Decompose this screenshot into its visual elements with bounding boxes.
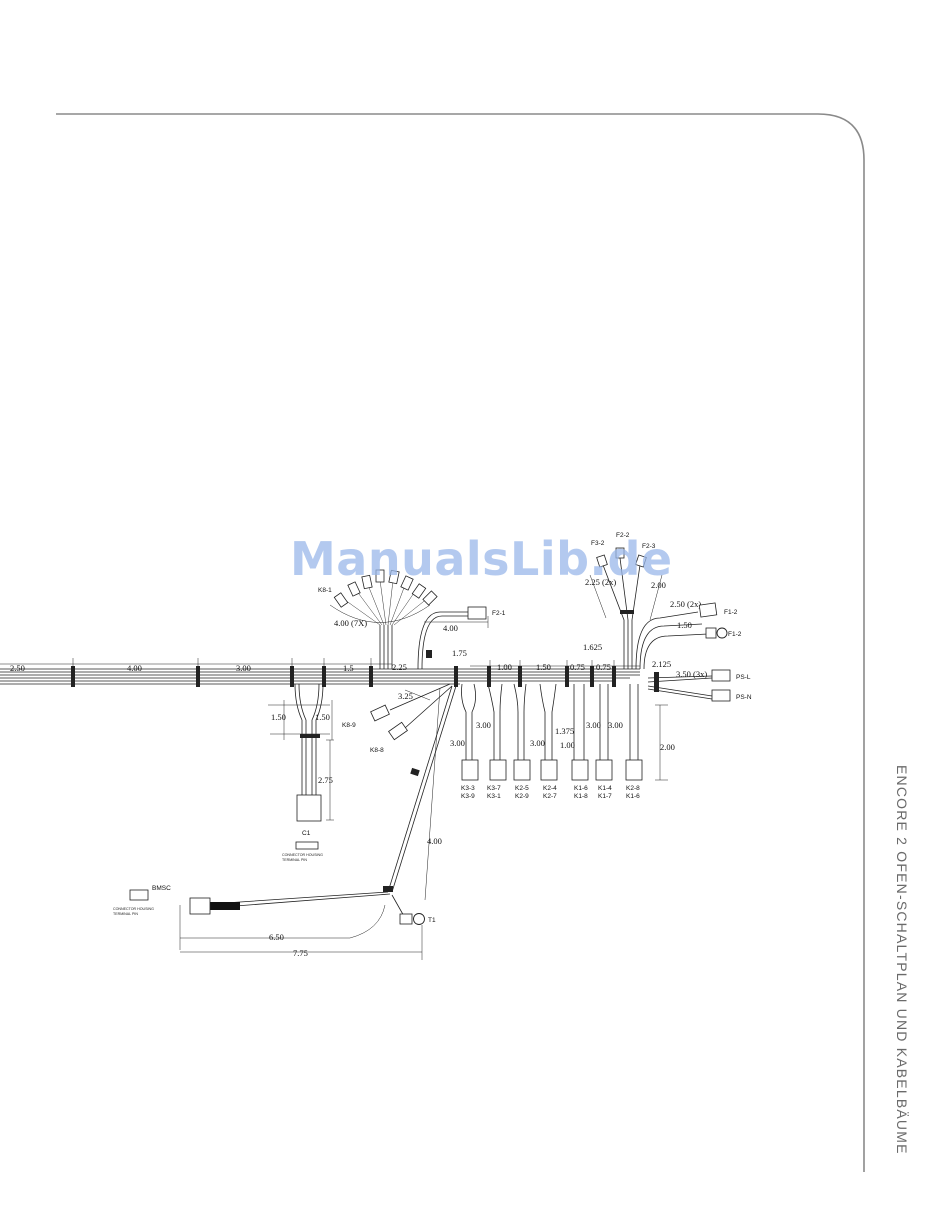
connector-label: K2-7 [543,793,557,800]
top-dimension-line [0,658,640,670]
part-note: CONNECTOR HOUSING [282,853,323,857]
c1-branch: C1 CONNECTOR HOUSING TERMINAL PIN [270,683,334,862]
dim-label: 3.25 [398,691,413,701]
part-note: CONNECTOR HOUSING [113,907,154,911]
misc-dimension-guides [268,689,431,740]
connector-label: BMSC [152,885,171,892]
dim-label: 3.00 [530,738,545,748]
connector-label: F1-2 [728,631,742,638]
dim-label: 2.75 [318,775,333,785]
part-note: TERMINAL PIN [282,858,307,862]
dim-label: 3.00 [236,663,251,673]
dim-label: 0.75 [570,662,585,672]
connector-label: F2-2 [616,532,630,539]
connector-label: K8-9 [342,722,356,729]
connector-label: F2-1 [492,610,506,617]
dim-label: 2.00 [660,742,675,752]
trunk-cable-ties [71,666,616,687]
connector-label: F3-2 [591,540,605,547]
connector-label: K8-8 [370,747,384,754]
dim-label: 7.75 [293,948,308,958]
dim-label: 1.50 [315,712,330,722]
dim-label: 2.25 (2x) [585,577,616,587]
dim-label: 1.75 [452,648,467,658]
part-note: TERMINAL PIN [113,912,138,916]
connector-label: K3-1 [487,793,501,800]
connector-label: K1-6 [626,793,640,800]
main-trunk [0,668,640,685]
dim-label: 2.50 (2x) [670,599,701,609]
dim-label: 1.50 [536,662,551,672]
dim-label: 3.00 [586,720,601,730]
dim-label: 4.00 [427,836,442,846]
connector-label: C1 [302,830,311,837]
connector-label: F2-3 [642,543,656,550]
f2-1-branch: F2-1 [417,606,506,670]
connector-label: K2-9 [515,793,529,800]
connector-label: K2-4 [543,785,557,792]
connector-label: K8-1 [318,587,332,594]
bmsc-t1-branch: BMSC CONNECTOR HOUSING TERMINAL PIN T1 [113,685,457,960]
connector-label: T1 [428,917,436,924]
dim-label: 3.00 [450,738,465,748]
dim-label: 4.00 (7X) [334,618,367,628]
wiring-harness-diagram: 2.50 4.00 3.00 1.5 2.25 1.75 4.00 1.00 1… [0,532,752,960]
dim-label: 2.125 [652,659,671,669]
connector-label: K1-6 [574,785,588,792]
f-branches-top-right: F3-2 F2-2 F2-3 [589,532,663,669]
connector-label: PS-N [736,694,752,701]
dim-label: 1.375 [555,726,574,736]
connector-label: K3-7 [487,785,501,792]
connector-label: K1-8 [574,793,588,800]
dim-label: 1.5 [343,663,354,673]
dim-label: 1.625 [583,642,602,652]
connector-label: K2-5 [515,785,529,792]
dim-label: 4.00 [443,623,458,633]
connector-label: K3-9 [461,793,475,800]
dim-label: 2.25 [392,662,407,672]
dim-label: 1.00 [497,662,512,672]
connector-label: PS-L [736,674,751,681]
relay-drops: K3-3 K3-7 K2-5 K2-4 K1-6 K1-4 K2-8 K3-9 … [461,683,668,800]
k8-lower-branches: K8-9 K8-8 [342,683,453,754]
connector-label: F1-2 [724,609,738,616]
dim-label: 1.00 [560,740,575,750]
dim-label: 2.50 [10,663,25,673]
dim-label: 3.50 (3x) [676,669,707,679]
connector-label: K1-4 [598,785,612,792]
connector-label: K3-3 [461,785,475,792]
dim-label: 2.00 [651,580,666,590]
dim-label: 0.75 [596,662,611,672]
k8-branch: K8-1 [318,569,438,669]
connector-label: K2-8 [626,785,640,792]
dim-label: 3.00 [608,720,623,730]
dim-label: 4.00 [127,663,142,673]
connector-label: K1-7 [598,793,612,800]
ps-branches: PS-L PS-N [647,669,752,702]
dim-label: 3.00 [476,720,491,730]
f1-2-branches: F1-2 F1-2 [635,602,742,670]
watermark: ManualsLib.de [290,532,673,586]
side-title: ENCORE 2 OFEN-SCHALTPLAN UND KABELBÄUME [894,765,910,1155]
dim-label: 1.50 [271,712,286,722]
dim-label: 6.50 [269,932,284,942]
